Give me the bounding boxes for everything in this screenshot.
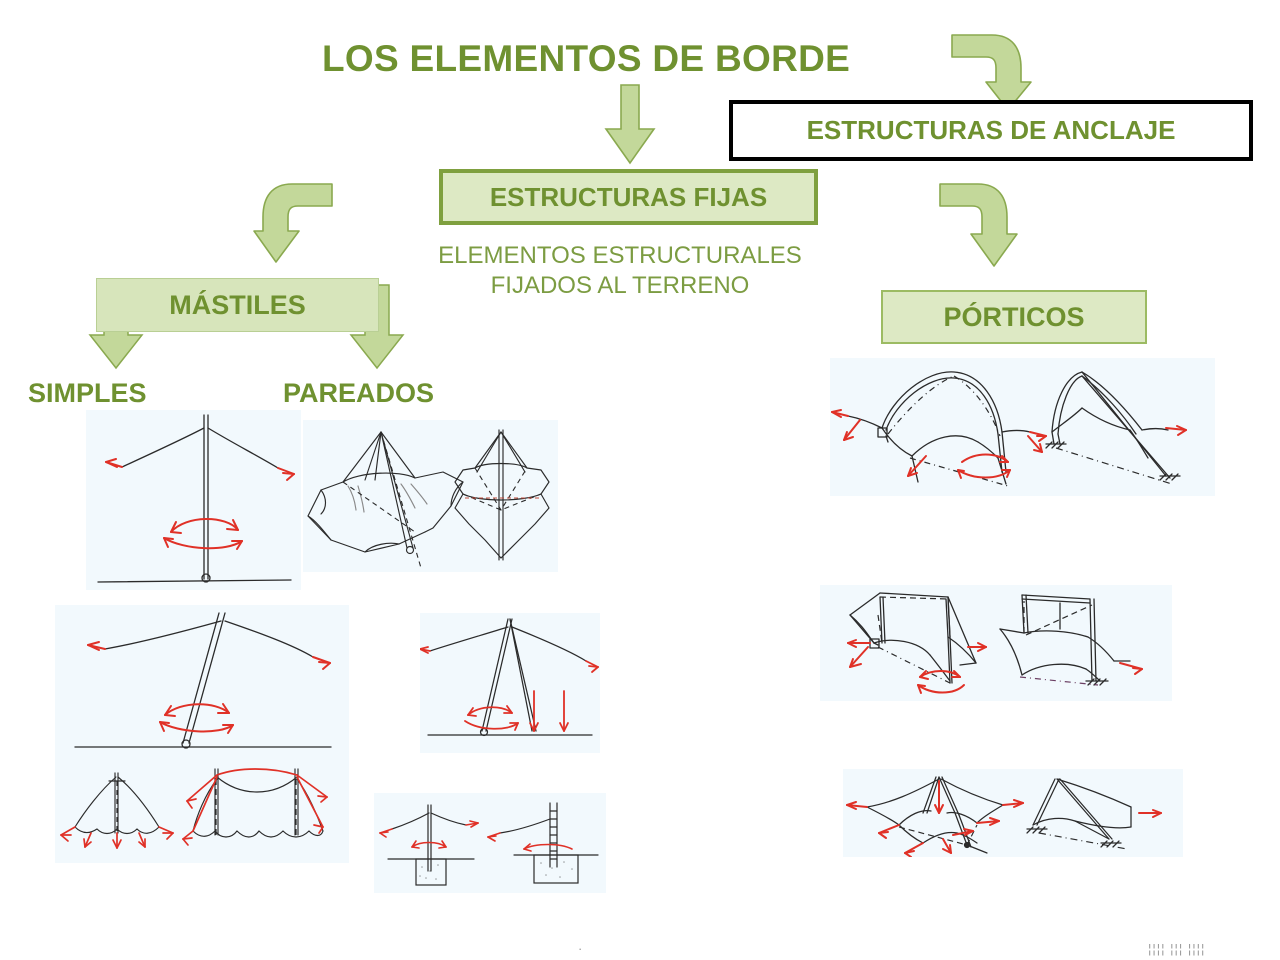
figure-portico-conical — [843, 769, 1183, 857]
caption-line-2: FIJADOS AL TERRENO — [490, 272, 750, 299]
figure-mast-simple-inclined — [55, 605, 349, 863]
footer-left-fragment: · — [578, 944, 583, 956]
figure-mast-simple-vertical — [86, 410, 301, 590]
label-pareados: PAREADOS — [283, 378, 435, 408]
footer-clipped-text: · ¦¦¦¦ ¦¦¦ ¦¦¦¦ — [0, 944, 1280, 960]
caption-line-1: ELEMENTOS ESTRUCTURALES — [438, 242, 802, 269]
box-mastiles[interactable]: MÁSTILES — [96, 278, 379, 332]
arrow-title-to-fijas — [604, 84, 656, 165]
figure-mast-foundations — [374, 793, 606, 893]
arrow-fijas-to-mastiles — [253, 183, 333, 263]
box-mastiles-label: MÁSTILES — [169, 289, 306, 320]
figure-mast-paired-membrane — [303, 420, 558, 572]
figure-portico-straight — [820, 585, 1172, 701]
box-porticos-label: PÓRTICOS — [943, 301, 1085, 332]
arrow-title-to-anclaje — [951, 34, 1032, 111]
box-estructuras-anclaje[interactable]: ESTRUCTURAS DE ANCLAJE — [729, 100, 1253, 161]
caption-estructuras-fijas: ELEMENTOS ESTRUCTURALES FIJADOS AL TERRE… — [370, 241, 870, 301]
box-fijas-label: ESTRUCTURAS FIJAS — [489, 181, 768, 212]
figure-mast-paired-inclined — [420, 613, 600, 753]
footer-right-fragment: ¦¦¦¦ ¦¦¦ ¦¦¦¦ — [1148, 944, 1206, 956]
box-porticos[interactable]: PÓRTICOS — [881, 290, 1147, 344]
box-estructuras-fijas[interactable]: ESTRUCTURAS FIJAS — [439, 169, 818, 225]
arrow-fijas-to-porticos — [939, 183, 1018, 267]
box-anclaje-label: ESTRUCTURAS DE ANCLAJE — [806, 115, 1176, 145]
figure-portico-arched — [830, 358, 1215, 496]
label-simples: SIMPLES — [28, 378, 147, 408]
page-title: LOS ELEMENTOS DE BORDE — [322, 38, 851, 79]
